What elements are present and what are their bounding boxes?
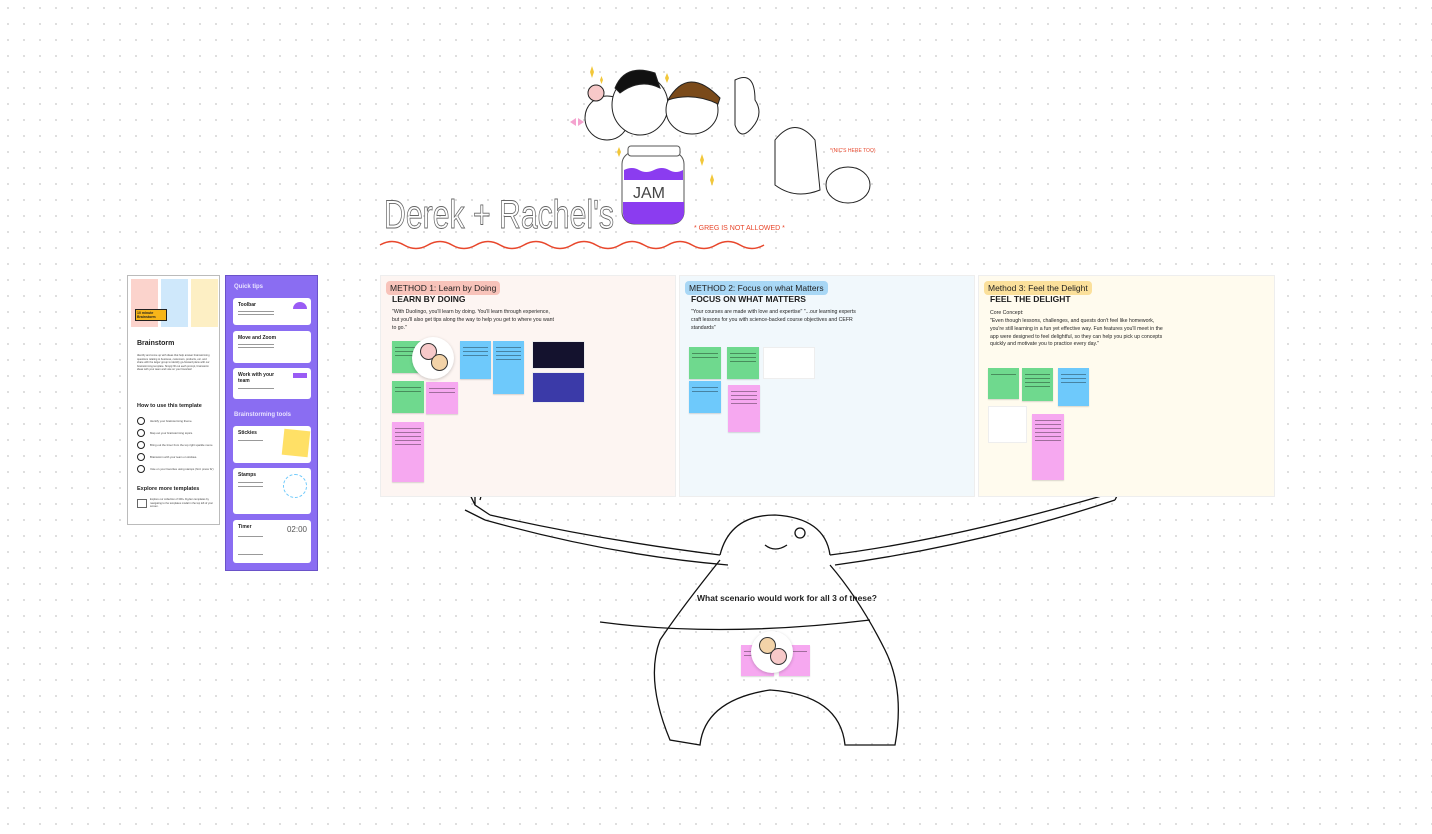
- section-title: FEEL THE DELIGHT: [990, 294, 1071, 304]
- game-screenshot-image[interactable]: [532, 372, 585, 403]
- sticky-note[interactable]: [1022, 368, 1053, 401]
- diagram-sketch-image[interactable]: [763, 347, 815, 379]
- section-method-2[interactable]: METHOD 2: Focus on what Matters FOCUS ON…: [679, 275, 975, 497]
- template-badge: 10 minute Brainstorm: [135, 309, 167, 321]
- sticky-note[interactable]: [689, 347, 721, 379]
- sticky-note[interactable]: [460, 341, 491, 379]
- sticky-note[interactable]: [392, 422, 424, 482]
- avatar-face: [431, 354, 448, 371]
- step-item: Brainstorm with your team on stickies.: [137, 451, 217, 463]
- nic-note: *(NIC'S HERE TOO): [830, 148, 876, 154]
- question-text: What scenario would work for all 3 of th…: [697, 593, 877, 603]
- tip-card-work-team[interactable]: Work with your team: [233, 368, 311, 399]
- section-body: "Your courses are made with love and exp…: [691, 309, 856, 331]
- sticky-note[interactable]: [1032, 414, 1064, 480]
- quick-tips-title: Quick tips: [234, 284, 264, 290]
- template-intro: Identify and come up with ideas that hel…: [137, 354, 210, 372]
- steps-list: Identify your brainstorming theme. Map o…: [137, 415, 217, 475]
- step-item: Bring out the timer from the top right s…: [137, 439, 217, 451]
- tip-card-move-zoom[interactable]: Move and Zoom: [233, 331, 311, 363]
- section-method-3[interactable]: Method 3: Feel the Delight FEEL THE DELI…: [978, 275, 1275, 497]
- brainstorming-tools-title: Brainstorming tools: [234, 412, 292, 418]
- jar-label: JAM: [633, 185, 665, 202]
- explore-title: Explore more templates: [137, 486, 200, 492]
- game-screenshot-image[interactable]: [532, 341, 585, 369]
- templates-icon: [137, 499, 147, 508]
- section-body: "With Duolingo, you'll learn by doing. Y…: [392, 309, 554, 331]
- tool-card-stamps[interactable]: Stamps: [233, 468, 311, 514]
- quick-tips-panel: Quick tips Toolbar Move and Zoom Work wi…: [225, 275, 318, 571]
- section-label[interactable]: METHOD 2: Focus on what Matters: [685, 281, 828, 295]
- character-drawings: [570, 69, 871, 204]
- sticky-note[interactable]: [689, 381, 721, 413]
- avatar-face: [770, 648, 787, 665]
- title-handwriting: Derek + Rachel's: [384, 193, 614, 237]
- brainstorm-template-card[interactable]: 10 minute Brainstorm Brainstorm Identify…: [127, 275, 220, 525]
- greg-note: * GREG IS NOT ALLOWED *: [694, 225, 785, 232]
- tip-card-toolbar[interactable]: Toolbar: [233, 298, 311, 325]
- jam-jar-drawing: JAM: [621, 145, 685, 225]
- sticky-note[interactable]: [426, 382, 458, 414]
- step-item: Map out your brainstorming topics.: [137, 427, 217, 439]
- storyboard-sketch-image[interactable]: [988, 406, 1027, 443]
- section-title: LEARN BY DOING: [392, 294, 466, 304]
- sparkle-icons: [590, 66, 714, 186]
- step-item: Identify your brainstorming theme.: [137, 415, 217, 427]
- sticky-note[interactable]: [493, 341, 524, 394]
- sticky-note[interactable]: [392, 381, 424, 413]
- explore-text: Explore our collection of 300+ FigJam te…: [150, 498, 214, 509]
- template-title: Brainstorm: [137, 340, 175, 347]
- tool-card-stickies[interactable]: Stickies: [233, 426, 311, 463]
- how-to-title: How to use this template: [137, 403, 202, 409]
- section-title: FOCUS ON WHAT MATTERS: [691, 294, 806, 304]
- preview-yellow: [191, 279, 218, 327]
- collaborator-avatars[interactable]: [412, 337, 454, 379]
- section-body: "Even though lessons, challenges, and qu…: [990, 318, 1163, 348]
- sticky-note[interactable]: [1058, 368, 1089, 406]
- sticky-note[interactable]: [727, 347, 759, 379]
- stick-figure-drawing: [461, 464, 1129, 746]
- timer-value: 02:00: [286, 525, 307, 534]
- section-method-1[interactable]: METHOD 1: Learn by Doing LEARN BY DOING …: [380, 275, 676, 497]
- sticky-note[interactable]: [728, 385, 760, 432]
- collaborator-avatars[interactable]: [751, 631, 793, 673]
- section-label[interactable]: Method 3: Feel the Delight: [984, 281, 1092, 295]
- step-item: Vote on your favorites using stamps (hin…: [137, 463, 217, 475]
- red-wavy-underline: [379, 240, 765, 250]
- section-body-label: Core Concept:: [990, 310, 1024, 316]
- sticky-note[interactable]: [988, 368, 1019, 399]
- section-label[interactable]: METHOD 1: Learn by Doing: [386, 281, 501, 295]
